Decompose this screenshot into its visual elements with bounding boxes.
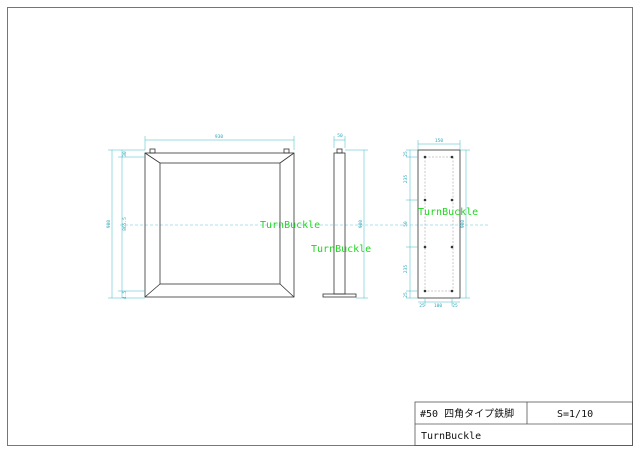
plate-hdim-3: 25 (452, 303, 458, 309)
plate-hdim-2: 100 (434, 303, 442, 309)
side-view: 50 900 TurnBuckle (311, 133, 371, 299)
sheet-border (7, 7, 633, 446)
plate-height-dim: 900 (460, 220, 466, 228)
frame-inner (159, 162, 281, 285)
frame-outer (144, 152, 295, 298)
drawing-title: #50 四角タイプ鉄脚 (420, 407, 514, 420)
front-overall-height-dim: 900 (106, 220, 112, 228)
plate-hdim-1: 25 (419, 303, 425, 309)
front-top-offset-dim: 30 (122, 151, 128, 157)
watermark-side: TurnBuckle (311, 244, 371, 255)
maker-name: TurnBuckle (421, 431, 481, 442)
plate-vdim-5: 25 (403, 292, 409, 298)
watermark-plate: TurnBuckle (418, 207, 478, 218)
front-inner-height-dim: 865.5 (122, 217, 128, 231)
drawing-scale: S=1/10 (557, 409, 593, 420)
side-height-dim: 900 (358, 220, 364, 228)
plate-vdim-4: 235 (403, 265, 409, 273)
plate-outline (417, 149, 461, 299)
plate-vdim-2: 235 (403, 175, 409, 183)
plate-view: 150 900 25 235 50 235 25 25 100 25 TurnB… (403, 138, 478, 309)
plate-vdim-3: 50 (403, 221, 409, 227)
front-bottom-offset-dim: 4.5 (122, 291, 128, 299)
bolt-holes (423, 155, 454, 293)
side-post (333, 152, 346, 295)
front-view: 930 900 865.5 30 4.5 TurnBuckle (106, 134, 320, 299)
watermark-front: TurnBuckle (260, 220, 320, 231)
side-foot-plate (322, 293, 357, 298)
side-width-dim: 50 (337, 133, 343, 139)
plate-width-dim: 150 (435, 138, 443, 144)
title-block: #50 四角タイプ鉄脚 S=1/10 TurnBuckle (414, 401, 633, 446)
plate-vdim-1: 25 (403, 151, 409, 157)
front-width-dim: 930 (215, 134, 223, 140)
